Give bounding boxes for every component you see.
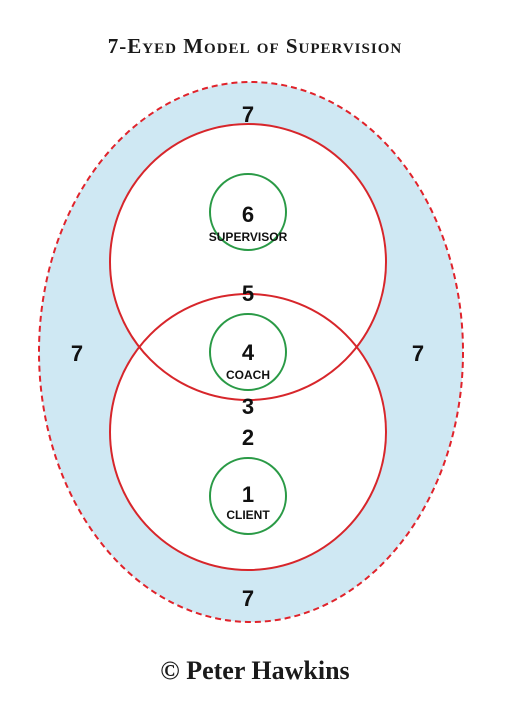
client-eye-circle	[209, 457, 287, 535]
eye-7-left: 7	[71, 341, 83, 366]
eye-3-number: 3	[242, 394, 254, 419]
eye-6-number: 6	[242, 202, 254, 227]
eye-2-number: 2	[242, 425, 254, 450]
eye-7-right: 7	[412, 341, 424, 366]
eye-5-number: 5	[242, 281, 254, 306]
eye-1-label: CLIENT	[226, 508, 270, 522]
eye-4-number: 4	[242, 340, 255, 365]
eye-7-bottom: 7	[242, 586, 254, 611]
eye-4-label: COACH	[226, 368, 270, 382]
copyright-notice: © Peter Hawkins	[160, 656, 350, 685]
supervisor-eye-circle	[209, 173, 287, 251]
eye-6-label: SUPERVISOR	[209, 230, 288, 244]
client-system-circle	[109, 293, 387, 571]
client-circle-fill	[110, 294, 386, 570]
supervisor-system-circle	[109, 123, 387, 401]
coach-eye-circle	[209, 313, 287, 391]
diagram-title: 7-Eyed Model of Supervision	[107, 34, 403, 58]
eye-7-top: 7	[242, 102, 254, 127]
eye-1-number: 1	[242, 482, 254, 507]
